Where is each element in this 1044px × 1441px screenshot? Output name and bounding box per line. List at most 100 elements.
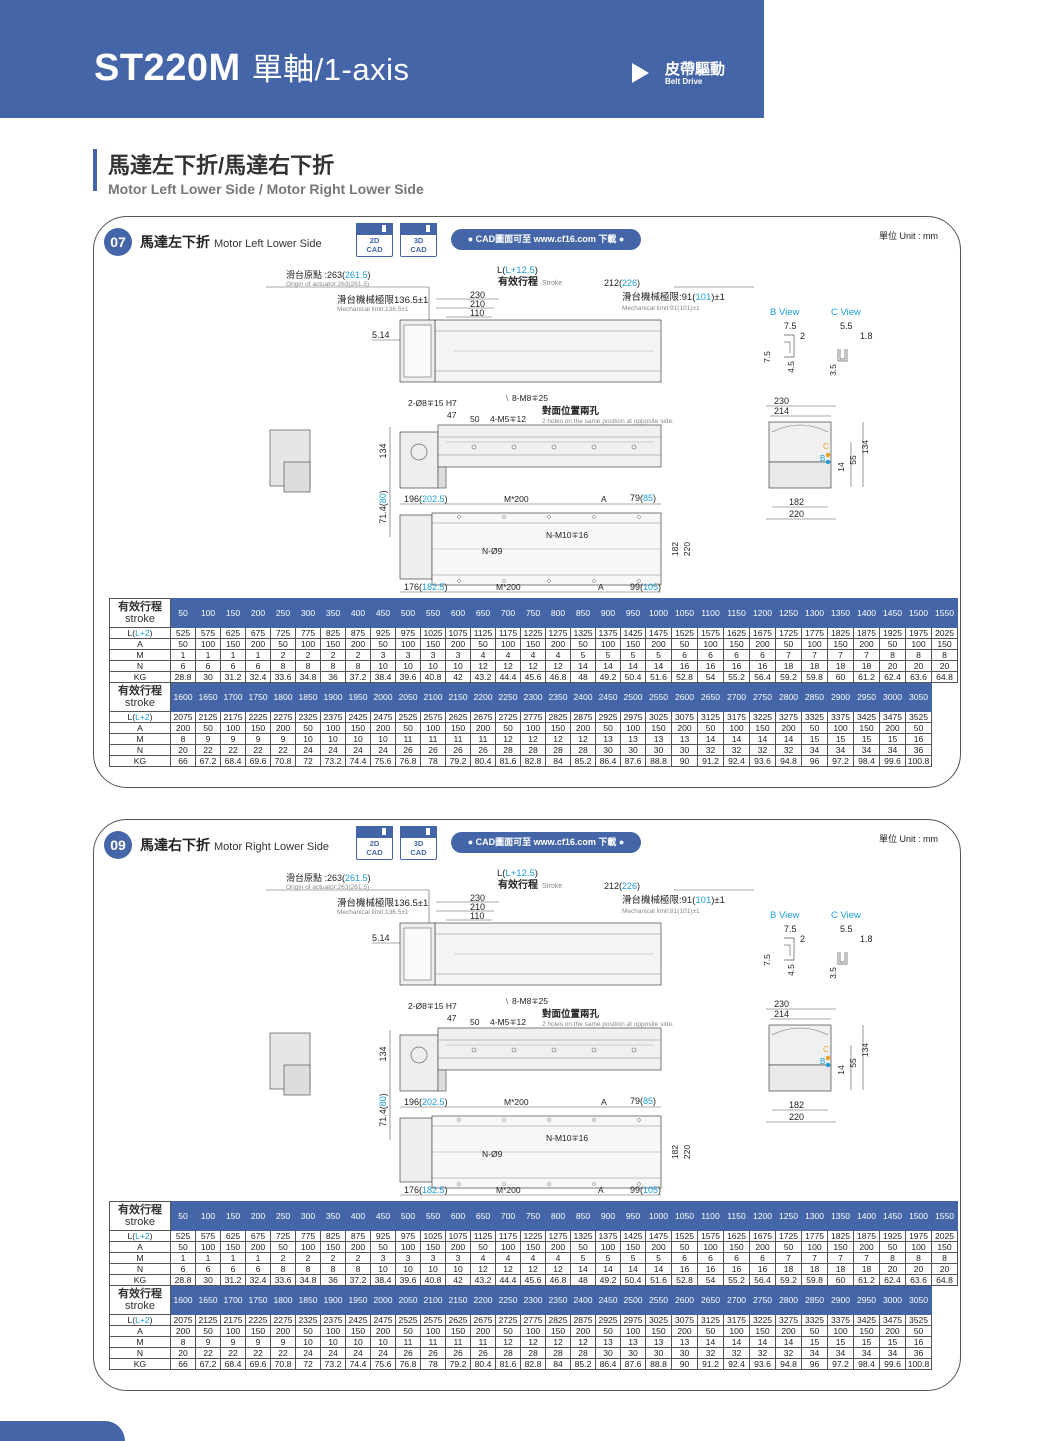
table-cell: 34 bbox=[879, 1347, 906, 1359]
table-cell: 2875 bbox=[570, 1314, 596, 1326]
table-cell: 22 bbox=[245, 1347, 271, 1359]
table-cell: 34 bbox=[879, 744, 906, 756]
table-cell: 50 bbox=[671, 1241, 698, 1253]
stroke-cell: 1650 bbox=[195, 1285, 221, 1315]
table-cell: 5 bbox=[570, 649, 596, 661]
table-cell: 30 bbox=[195, 1274, 221, 1286]
dim-label: N-Ø9 bbox=[482, 546, 503, 556]
table-cell: 64.8 bbox=[931, 1274, 958, 1286]
table-cell: 10 bbox=[345, 733, 371, 745]
table-cell: 100 bbox=[320, 722, 346, 734]
stroke-cell: 1000 bbox=[645, 1201, 672, 1231]
table-cell: 46.8 bbox=[545, 671, 571, 683]
cad-download-link[interactable]: ● CAD圖面可至 www.cf16.com 下載 ● bbox=[451, 229, 641, 250]
table-cell: 12 bbox=[545, 1263, 571, 1275]
table-cell: 99.6 bbox=[879, 755, 906, 767]
table-cell: 22 bbox=[245, 744, 271, 756]
table-cell: 2425 bbox=[345, 711, 371, 723]
table-cell: 2825 bbox=[545, 1314, 571, 1326]
table-cell: 82.8 bbox=[520, 1358, 546, 1370]
table-cell: 31.2 bbox=[220, 671, 246, 683]
stroke-cell: 1750 bbox=[245, 1285, 271, 1315]
table-cell: 2925 bbox=[595, 1314, 621, 1326]
stroke-cell: 600 bbox=[445, 1201, 471, 1231]
table-cell: 50 bbox=[905, 1325, 932, 1337]
stroke-cell: 850 bbox=[570, 1201, 596, 1231]
stroke-cell: 2800 bbox=[775, 1285, 802, 1315]
table-cell: 55.2 bbox=[723, 1274, 750, 1286]
table-cell: 10 bbox=[370, 733, 396, 745]
table-cell: 200 bbox=[170, 722, 196, 734]
table-cell: 13 bbox=[595, 733, 621, 745]
table-cell: 24 bbox=[295, 744, 321, 756]
table-cell: 4 bbox=[470, 1252, 496, 1264]
dim-label: 55 bbox=[848, 455, 858, 465]
table-cell: 1725 bbox=[775, 1230, 802, 1242]
table-cell: 74.4 bbox=[345, 1358, 371, 1370]
table-cell: 50 bbox=[595, 722, 621, 734]
table-cell: 56.4 bbox=[749, 671, 776, 683]
dim-label: 滑台原點 :263(261.5) bbox=[286, 872, 371, 883]
table-cell: 3225 bbox=[749, 711, 776, 723]
dim-label: 182 bbox=[789, 497, 804, 507]
table-cell: 20 bbox=[931, 660, 958, 672]
table-cell: 200 bbox=[645, 1241, 672, 1253]
dim-label: 3.5 bbox=[828, 967, 838, 979]
stroke-cell: 2000 bbox=[370, 682, 396, 712]
table-cell: 100 bbox=[420, 1325, 446, 1337]
table-cell: 2075 bbox=[170, 1314, 196, 1326]
table-cell: 1375 bbox=[595, 627, 621, 639]
table-cell: 24 bbox=[320, 1347, 346, 1359]
table-cell: 12 bbox=[520, 660, 546, 672]
row-label: KG bbox=[109, 1274, 171, 1286]
table-cell: 33.6 bbox=[270, 1274, 296, 1286]
table-cell: 200 bbox=[170, 1325, 196, 1337]
table-cell: 22 bbox=[195, 1347, 221, 1359]
stroke-cell: 1250 bbox=[775, 598, 802, 628]
table-cell: 4 bbox=[520, 649, 546, 661]
stroke-cell: 1900 bbox=[320, 682, 346, 712]
stroke-cell: 1600 bbox=[170, 682, 196, 712]
table-cell: 22 bbox=[220, 1347, 246, 1359]
table-cell: 100 bbox=[220, 722, 246, 734]
table-cell: 1525 bbox=[671, 627, 698, 639]
stroke-cell: 2100 bbox=[420, 682, 446, 712]
table-cell: 1375 bbox=[595, 1230, 621, 1242]
table-cell: 43.2 bbox=[470, 1274, 496, 1286]
table-cell: 3275 bbox=[775, 1314, 802, 1326]
dim-label: 50 bbox=[470, 414, 480, 424]
table-cell: 150 bbox=[245, 1325, 271, 1337]
row-label: L(L+2) bbox=[109, 1314, 171, 1326]
table-cell: 34 bbox=[801, 744, 828, 756]
table-cell: 28 bbox=[520, 1347, 546, 1359]
stroke-cell: 900 bbox=[595, 598, 621, 628]
stroke-cell: 600 bbox=[445, 598, 471, 628]
dim-label: N-M10∓16 bbox=[546, 530, 588, 540]
table-cell: 200 bbox=[345, 1241, 371, 1253]
table-cell: 200 bbox=[245, 1241, 271, 1253]
table-cell: 7 bbox=[775, 1252, 802, 1264]
dim-label: 有效行程 bbox=[498, 275, 538, 288]
table-cell: 9 bbox=[270, 1336, 296, 1348]
table-cell: 2125 bbox=[195, 1314, 221, 1326]
dim-label: 滑台機械極限136.5±1 bbox=[337, 897, 428, 909]
table-cell: 50 bbox=[270, 638, 296, 650]
table-cell: 50 bbox=[775, 1241, 802, 1253]
stroke-cell: 700 bbox=[495, 598, 521, 628]
table-cell: 200 bbox=[749, 1241, 776, 1253]
dim-label: 71.4(80) bbox=[378, 1093, 388, 1127]
panel-number-badge: 09 bbox=[104, 831, 132, 859]
table-cell: 34 bbox=[801, 1347, 828, 1359]
table-cell: 7 bbox=[827, 1252, 854, 1264]
table-cell: 525 bbox=[170, 1230, 196, 1242]
table-cell: 5 bbox=[570, 1252, 596, 1264]
table-cell: 3 bbox=[395, 1252, 421, 1264]
dim-label: B bbox=[820, 454, 825, 463]
cad-download-link[interactable]: ● CAD圖面可至 www.cf16.com 下載 ● bbox=[451, 832, 641, 853]
